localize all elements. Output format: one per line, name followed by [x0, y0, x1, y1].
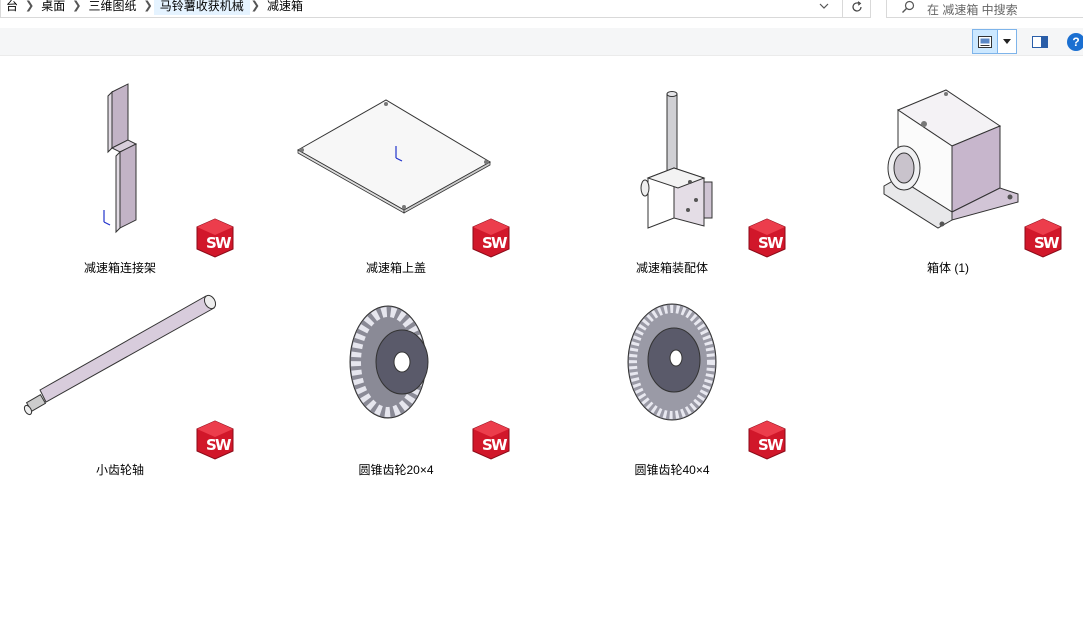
part-thumbnail	[640, 91, 713, 229]
solidworks-icon: S W	[748, 420, 786, 460]
refresh-button[interactable]	[843, 0, 871, 18]
breadcrumb-item[interactable]: 桌面	[41, 0, 66, 13]
chevron-right-icon: ❯	[72, 0, 82, 12]
search-placeholder: 在 减速箱 中搜索	[927, 3, 1018, 17]
part-thumbnail	[23, 294, 217, 416]
view-options-dropdown[interactable]	[997, 29, 1017, 54]
file-item[interactable]: S W 圆锥齿轮20×4	[276, 272, 552, 477]
solidworks-icon: S W	[748, 218, 786, 258]
file-name: 减速箱连接架	[83, 261, 156, 275]
part-thumbnail	[627, 303, 717, 421]
svg-text:W: W	[1043, 234, 1060, 252]
breadcrumb-item[interactable]: 减速箱	[266, 0, 303, 13]
svg-text:S: S	[758, 436, 769, 454]
preview-pane-icon	[1032, 36, 1048, 48]
caret-down-icon	[1003, 39, 1011, 44]
large-icons-view-icon	[978, 35, 992, 48]
refresh-icon	[851, 1, 862, 12]
help-icon: ?	[1072, 35, 1080, 49]
svg-text:W: W	[491, 234, 508, 252]
file-item[interactable]: S W 减速箱上盖	[276, 70, 552, 275]
svg-text:S: S	[206, 436, 217, 454]
solidworks-icon: S W	[1024, 218, 1062, 258]
solidworks-icon: S W	[472, 420, 510, 460]
svg-text:S: S	[482, 234, 493, 252]
svg-text:W: W	[215, 234, 232, 252]
breadcrumb: 台 ❯ 桌面 ❯ 三维图纸 ❯ 马铃薯收获机械 ❯ 减速箱	[0, 0, 309, 15]
view-toolbar: ?	[0, 28, 1083, 56]
file-item[interactable]: S W 箱体 (1)	[828, 70, 1083, 275]
file-item[interactable]: S W 减速箱装配体	[552, 70, 828, 275]
search-input[interactable]: 在 减速箱 中搜索	[886, 0, 1083, 18]
solidworks-icon: S W	[196, 218, 234, 258]
svg-text:W: W	[767, 436, 784, 454]
breadcrumb-item[interactable]: 三维图纸	[88, 0, 137, 13]
svg-text:S: S	[758, 234, 769, 252]
file-item[interactable]: S W 圆锥齿轮40×4	[552, 272, 828, 477]
svg-text:W: W	[491, 436, 508, 454]
svg-text:W: W	[767, 234, 784, 252]
address-history-button[interactable]	[813, 0, 835, 15]
file-name: 减速箱上盖	[365, 261, 426, 275]
svg-text:S: S	[1034, 234, 1045, 252]
help-button[interactable]: ?	[1067, 33, 1083, 51]
address-bar-row: 台 ❯ 桌面 ❯ 三维图纸 ❯ 马铃薯收获机械 ❯ 减速箱 在 减速箱 中搜索	[0, 0, 1083, 20]
part-thumbnail	[349, 305, 429, 419]
part-thumbnail	[296, 99, 492, 214]
svg-text:S: S	[482, 436, 493, 454]
preview-pane-button[interactable]	[1030, 32, 1050, 52]
part-thumbnail	[883, 89, 1019, 229]
file-name: 圆锥齿轮20×4	[358, 463, 434, 477]
solidworks-icon: S W	[472, 218, 510, 258]
file-name: 圆锥齿轮40×4	[634, 463, 710, 477]
file-item[interactable]: S W 小齿轮轴	[0, 272, 276, 477]
chevron-right-icon: ❯	[250, 0, 260, 12]
breadcrumb-item[interactable]: 马铃薯收获机械	[153, 0, 250, 15]
chevron-down-icon	[819, 3, 829, 9]
solidworks-icon: S W	[196, 420, 234, 460]
file-name: 小齿轮轴	[95, 463, 144, 477]
file-grid: S W 减速箱连接架 S W 减速箱上盖	[0, 56, 1083, 637]
breadcrumb-item[interactable]: 台	[6, 0, 19, 13]
svg-text:S: S	[206, 234, 217, 252]
chevron-right-icon: ❯	[25, 0, 35, 12]
large-icons-view-button[interactable]	[972, 29, 998, 54]
search-icon	[902, 0, 915, 13]
file-name: 减速箱装配体	[635, 261, 708, 275]
file-item[interactable]: S W 减速箱连接架	[0, 70, 276, 275]
file-name: 箱体 (1)	[926, 261, 969, 275]
chevron-right-icon: ❯	[143, 0, 153, 12]
part-thumbnail	[103, 83, 138, 234]
svg-text:W: W	[215, 436, 232, 454]
